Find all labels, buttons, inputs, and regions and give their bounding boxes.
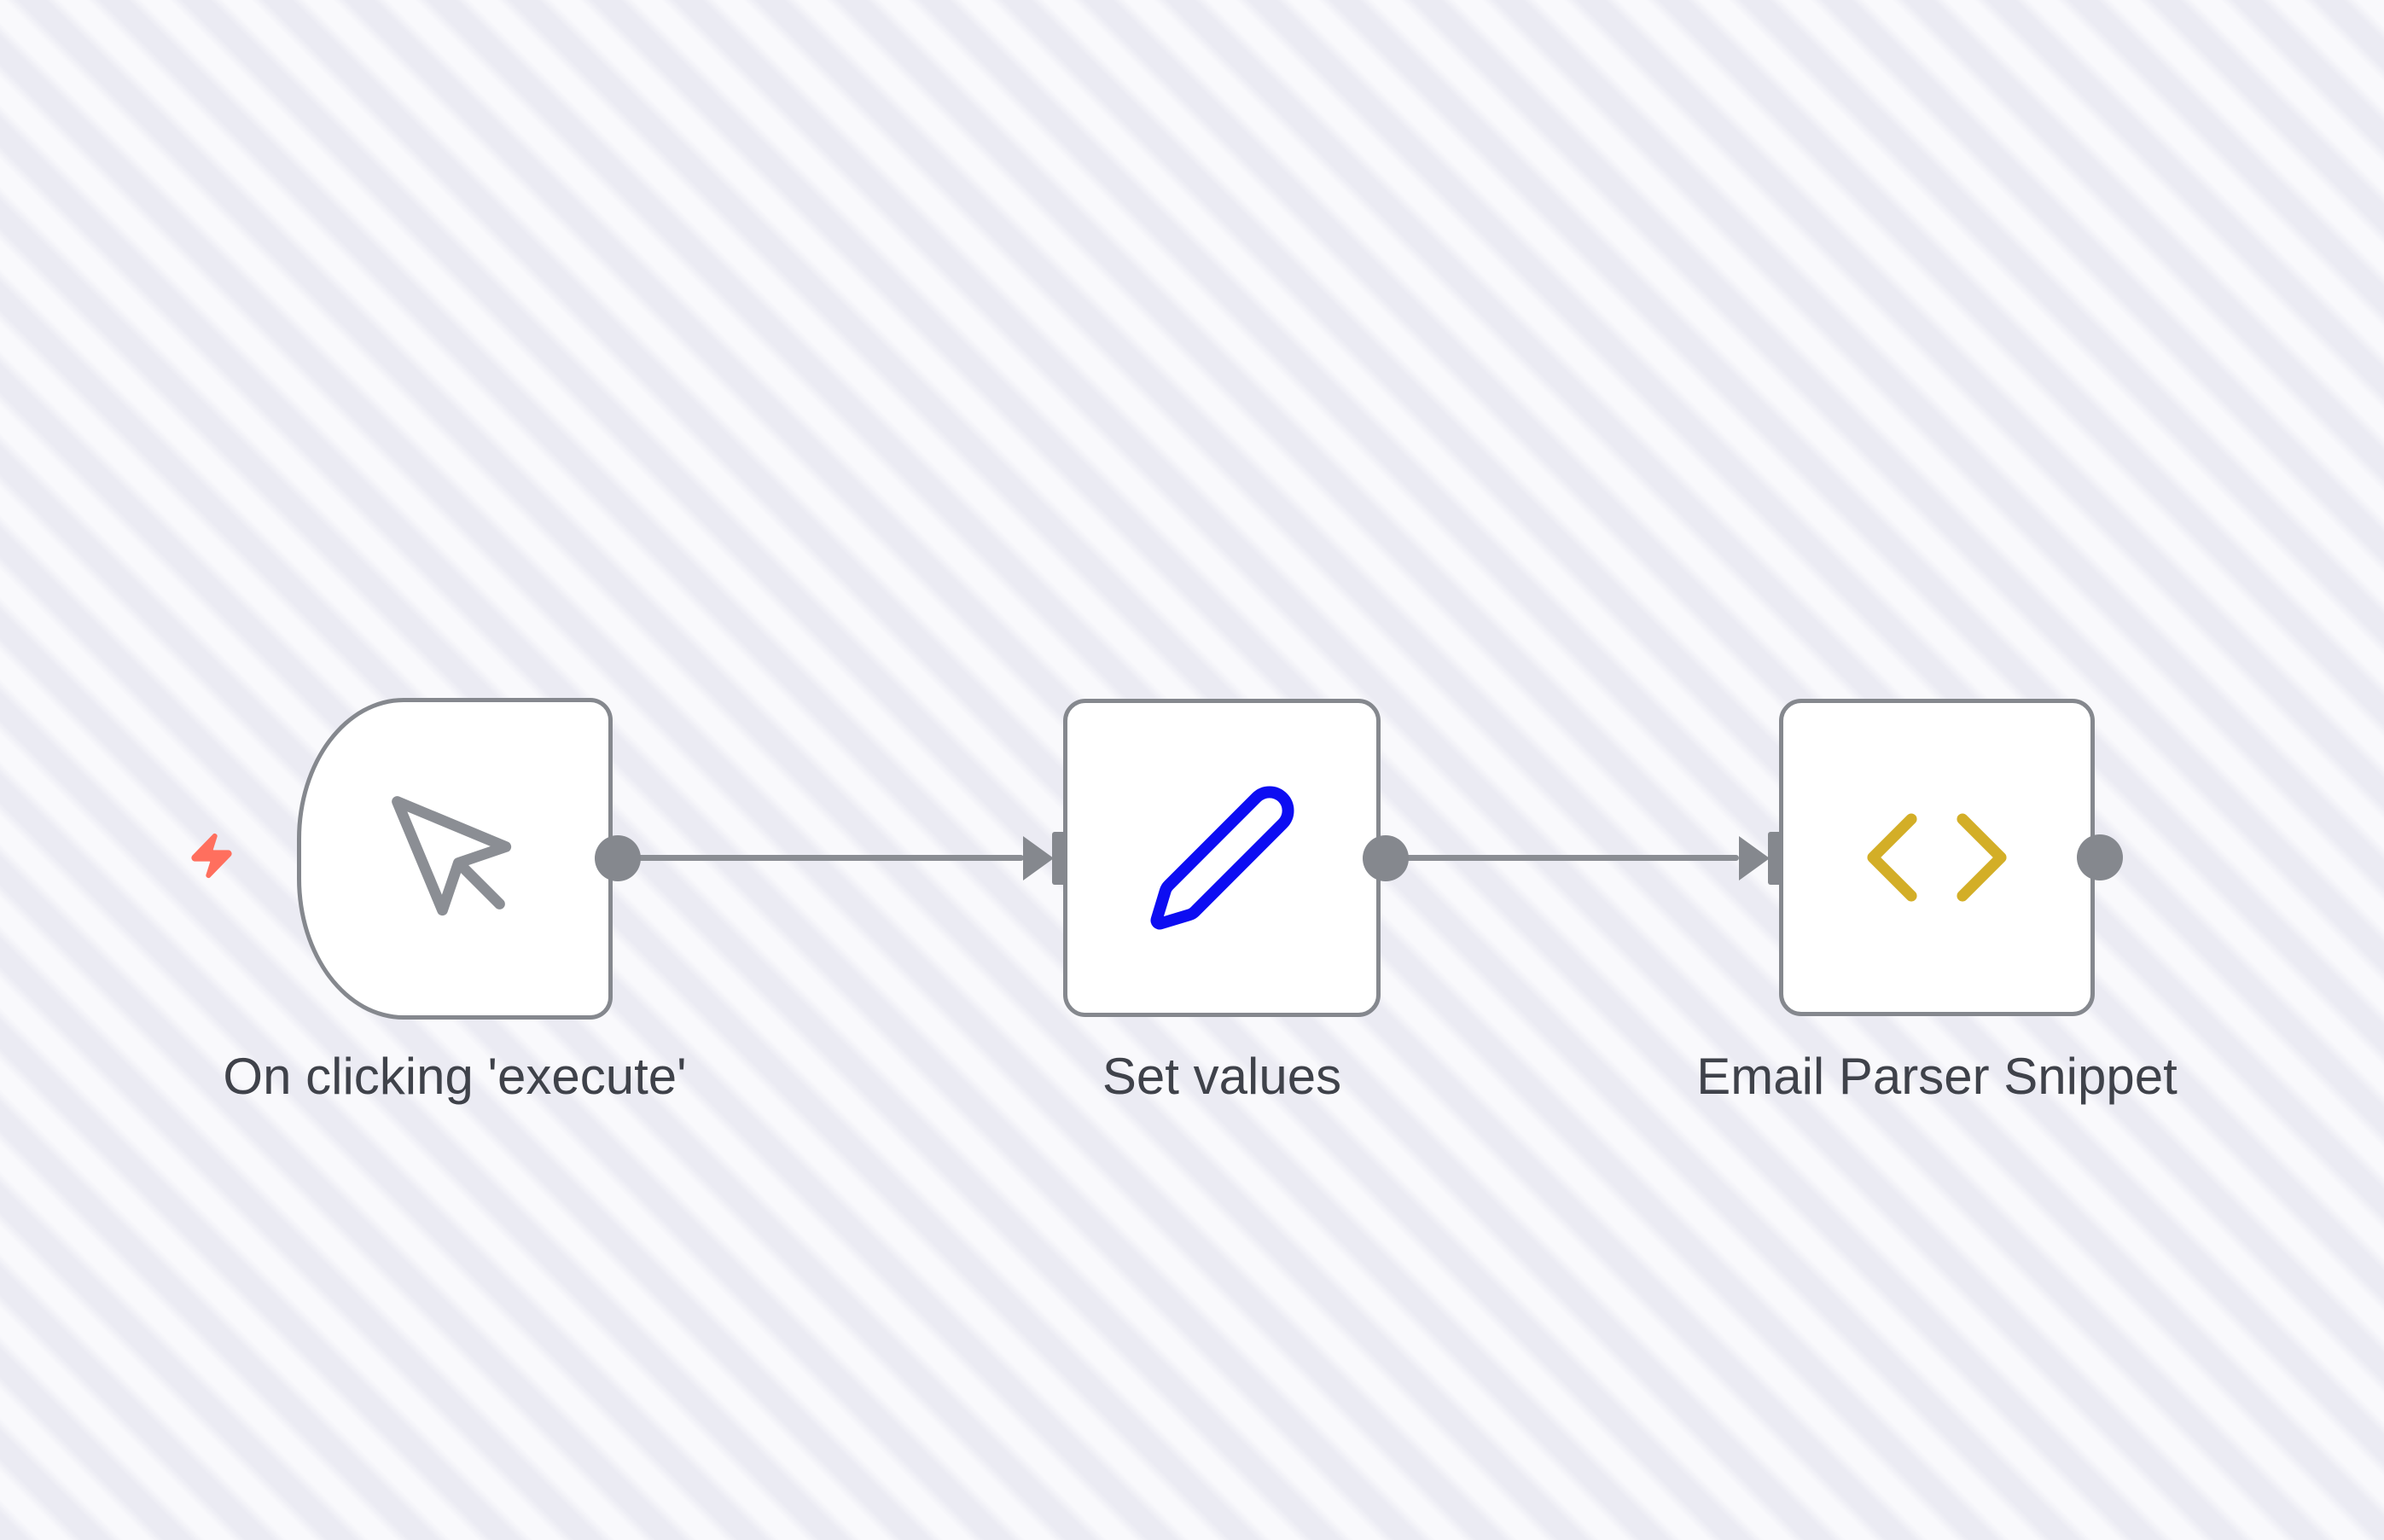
lightning-bolt-icon — [187, 831, 236, 880]
connection-line[interactable] — [1386, 855, 1739, 861]
code-icon — [1860, 781, 2014, 934]
output-dot[interactable] — [2077, 834, 2123, 880]
mouse-pointer-icon — [378, 782, 532, 936]
node-label: On clicking 'execute' — [223, 1048, 687, 1105]
connection-line[interactable] — [618, 855, 1024, 861]
output-dot[interactable] — [595, 835, 641, 881]
node-label: Email Parser Snippet — [1696, 1048, 2178, 1105]
node-trigger[interactable] — [297, 698, 613, 1020]
pencil-icon — [1143, 779, 1301, 937]
node-set-values[interactable] — [1063, 699, 1381, 1017]
node-email-parser-snippet[interactable] — [1779, 699, 2095, 1016]
node-label: Set values — [1102, 1048, 1342, 1105]
output-dot[interactable] — [1363, 835, 1409, 881]
input-arrow-icon — [1023, 836, 1054, 880]
input-arrow-icon — [1739, 836, 1770, 880]
